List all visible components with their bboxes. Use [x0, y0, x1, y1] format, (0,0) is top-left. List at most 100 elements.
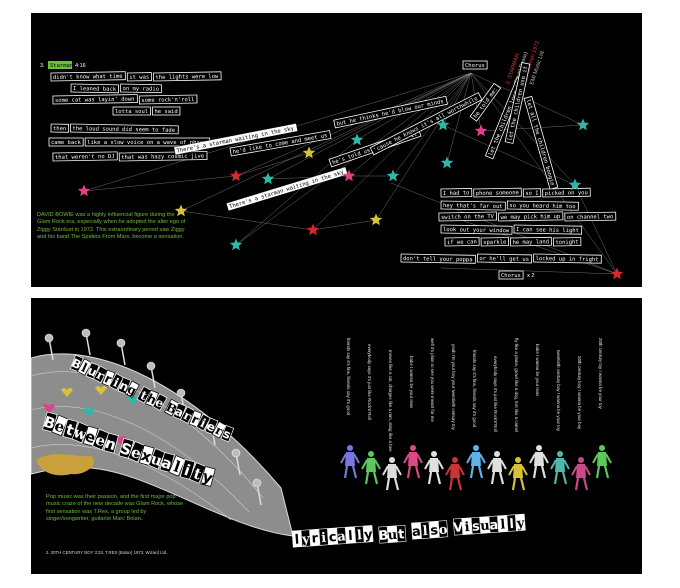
tuning-peg	[81, 328, 91, 338]
svg-text:he said: he said	[155, 109, 178, 115]
tuning-peg	[116, 338, 126, 348]
chorus-ray: let all the children boogie	[523, 95, 559, 190]
svg-text:t: t	[398, 527, 405, 542]
lyric-column: babe I wanna be your man	[535, 344, 540, 397]
svg-text:on channel two: on channel two	[567, 214, 613, 221]
lyric-cutout: locked up in fright	[533, 253, 602, 264]
tuning-peg	[146, 361, 156, 371]
svg-text:i: i	[464, 520, 470, 535]
star-icon	[174, 204, 188, 217]
track-time: 4:16	[75, 63, 86, 69]
svg-text:i: i	[182, 461, 193, 480]
svg-text:a: a	[411, 524, 421, 540]
lyric-cutout: came back	[48, 137, 84, 147]
dancer-figure-icon	[550, 451, 570, 485]
svg-text:so I: so I	[525, 191, 538, 197]
dancer-figure-icon	[340, 445, 360, 479]
svg-text:sparkle: sparkle	[483, 240, 506, 246]
svg-text:u: u	[387, 528, 397, 544]
dancer-figure-icon	[382, 457, 402, 491]
svg-text:r: r	[311, 531, 319, 546]
svg-text:switch on the TV: switch on the TV	[441, 214, 495, 221]
heart-icon	[83, 408, 95, 417]
dancer-figure-icon	[445, 457, 465, 491]
lyric-cutout: the lights were low	[152, 71, 222, 82]
star-icon	[610, 267, 624, 280]
lyric-cutout: I can see his light	[513, 224, 583, 235]
tuning-peg	[176, 388, 186, 398]
trex-credit: 2. 20TH CENTURY BOY 3:33. T.REX (Bolan) …	[46, 550, 168, 555]
track-number: 3.	[40, 63, 45, 69]
svg-text:l: l	[348, 529, 354, 544]
svg-text:l: l	[509, 517, 515, 532]
svg-text:then: then	[53, 126, 66, 132]
lyric-cutout: that weren't no DJ	[52, 151, 118, 162]
svg-text:l: l	[356, 528, 362, 543]
lyric-column: everybody says it's just like Rock'n'Rol…	[493, 356, 498, 432]
lyric-cutout: or he'll get us	[476, 253, 533, 264]
lyric-column: moves like a cat, charges like a ram, st…	[388, 350, 393, 452]
dancer-figure-icon	[571, 457, 591, 491]
svg-text:that weren't no DJ: that weren't no DJ	[55, 154, 115, 161]
svg-text:l: l	[422, 524, 428, 539]
svg-text:some cat was layin' down: some cat was layin' down	[55, 97, 135, 104]
stars	[77, 118, 624, 280]
glam-rock-intro-text: Pop music was their passion, and the fir…	[46, 494, 184, 523]
lyric-cutout: on my radio	[120, 83, 162, 94]
lyric-cutout: hey that's far out	[440, 200, 506, 211]
svg-text:y: y	[364, 527, 374, 543]
star-icon	[77, 184, 91, 197]
svg-text:if we can: if we can	[447, 239, 477, 246]
heart-icon	[95, 386, 107, 395]
tuning-peg	[231, 448, 241, 458]
star-icon	[302, 146, 316, 159]
chorus-label: Chorus	[462, 60, 488, 70]
svg-text:a: a	[489, 518, 499, 534]
svg-text:picked on you: picked on you	[545, 190, 588, 197]
svg-text:lotta soul: lotta soul	[115, 109, 148, 115]
star-icon	[342, 169, 356, 182]
repeat-chorus-label: Chorus	[498, 270, 524, 280]
lyric-cutout: we may pick him up	[498, 211, 564, 222]
svg-text:Chorus: Chorus	[501, 273, 521, 279]
svg-text:l: l	[500, 517, 506, 532]
svg-text:we may pick him up: we may pick him up	[501, 214, 561, 221]
svg-text:he may land: he may land	[513, 239, 550, 246]
svg-text:c: c	[328, 530, 337, 546]
star-icon	[440, 156, 454, 169]
lyric-cutout: some rock'n'roll	[138, 94, 198, 105]
lyric-cutout: if we can	[444, 236, 480, 247]
dancer-figure-icon	[403, 445, 423, 479]
dancer-figure-icon	[508, 457, 528, 491]
lyric-column: 20th century boy I wanna be your boy	[577, 356, 582, 430]
lyric-cutout: on channel two	[564, 211, 617, 222]
svg-text:I leaned back: I leaned back	[73, 86, 117, 93]
track-title: Starman	[50, 63, 73, 69]
lyric-cutout: it was	[126, 72, 152, 82]
svg-text:There's a starman waiting in t: There's a starman waiting in the sky	[229, 170, 345, 211]
lyric-cutout: so you heard him too	[506, 200, 579, 211]
lyric-cutout: don't tell your poppa	[400, 253, 476, 264]
lyric-column: well it's plain to see you were meant fo…	[430, 338, 435, 422]
lyric-cutout: so I	[522, 188, 542, 198]
svg-text:s: s	[430, 523, 439, 539]
svg-text:came back: came back	[51, 140, 81, 146]
bowie-intro-text: DAVID BOWIE was a highly influencial fig…	[37, 212, 186, 241]
svg-text:I had to: I had to	[443, 191, 470, 197]
lyric-column: yeah I'm your boy your twentieth century…	[451, 344, 456, 431]
lyric-cutout: I had to	[440, 188, 473, 198]
svg-text:Chorus: Chorus	[465, 63, 485, 69]
star-icon	[386, 169, 400, 182]
svg-text:locked up in fright: locked up in fright	[536, 256, 599, 263]
star-icon	[576, 118, 590, 131]
svg-text:l: l	[79, 360, 89, 375]
heart-icon	[61, 388, 73, 397]
dancer-figure-icon	[424, 451, 444, 485]
svg-text:i: i	[198, 416, 208, 431]
